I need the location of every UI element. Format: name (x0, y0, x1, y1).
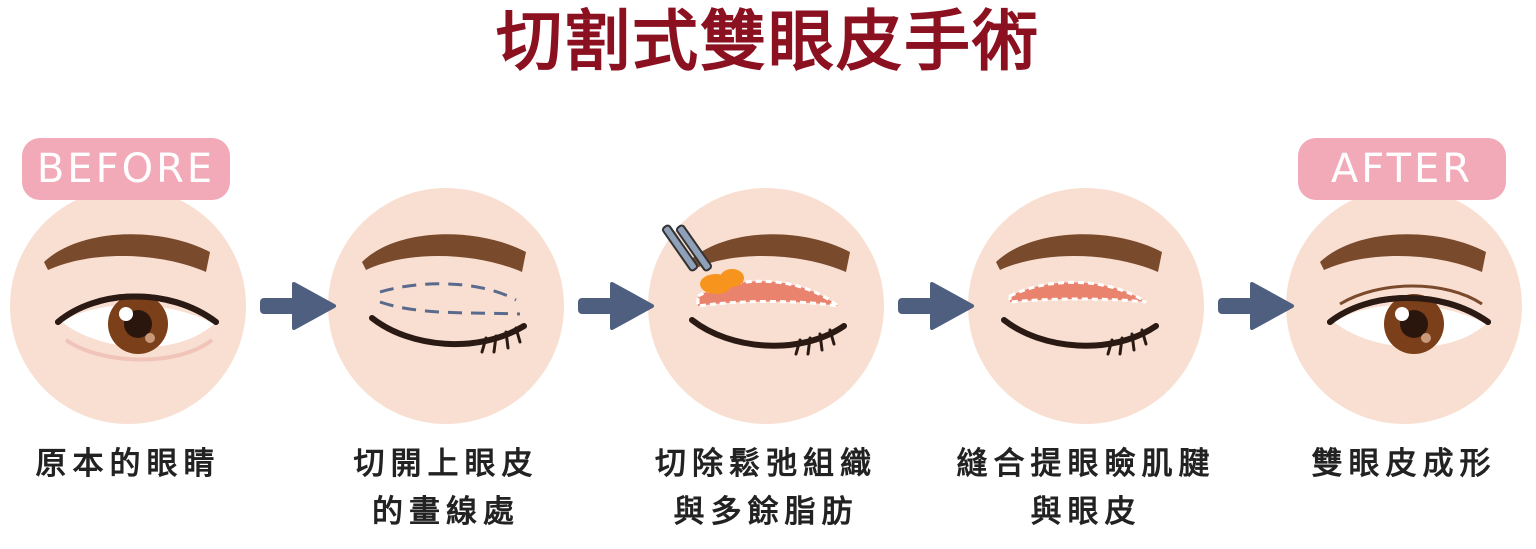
caption-line: 雙眼皮成形 (1311, 446, 1497, 482)
arrow-icon (898, 282, 974, 330)
original-eye-icon (44, 234, 219, 362)
step-5-caption: 雙眼皮成形 (1274, 440, 1534, 488)
marked-eyelid-icon (362, 234, 527, 354)
tissue-removal-icon (661, 224, 850, 356)
caption-line: 切除鬆弛組織 (655, 446, 877, 482)
caption-line: 切開上眼皮 (353, 446, 539, 482)
page-title: 切割式雙眼皮手術 (496, 3, 1040, 80)
caption-line: 原本的眼睛 (35, 446, 221, 482)
step-3-circle (648, 188, 884, 424)
caption-line: 與眼皮 (1030, 494, 1142, 530)
caption-line: 的畫線處 (372, 494, 520, 530)
arrow-icon (578, 282, 654, 330)
caption-line: 縫合提眼瞼肌腱 (956, 446, 1216, 482)
after-badge: AFTER (1298, 138, 1506, 200)
step-2-caption: 切開上眼皮 的畫線處 (316, 440, 576, 536)
step-4-caption: 縫合提眼瞼肌腱 與眼皮 (956, 440, 1216, 536)
before-badge: BEFORE (22, 138, 230, 200)
arrow-icon (1218, 282, 1294, 330)
step-4-circle (968, 188, 1204, 424)
arrow-icon (260, 282, 336, 330)
suture-icon (996, 234, 1162, 356)
caption-line: 與多餘脂肪 (673, 494, 859, 530)
step-3-caption: 切除鬆弛組織 與多餘脂肪 (636, 440, 896, 536)
step-1-caption: 原本的眼睛 (0, 440, 258, 488)
step-2-circle (328, 188, 564, 424)
double-eyelid-eye-icon (1320, 234, 1491, 354)
